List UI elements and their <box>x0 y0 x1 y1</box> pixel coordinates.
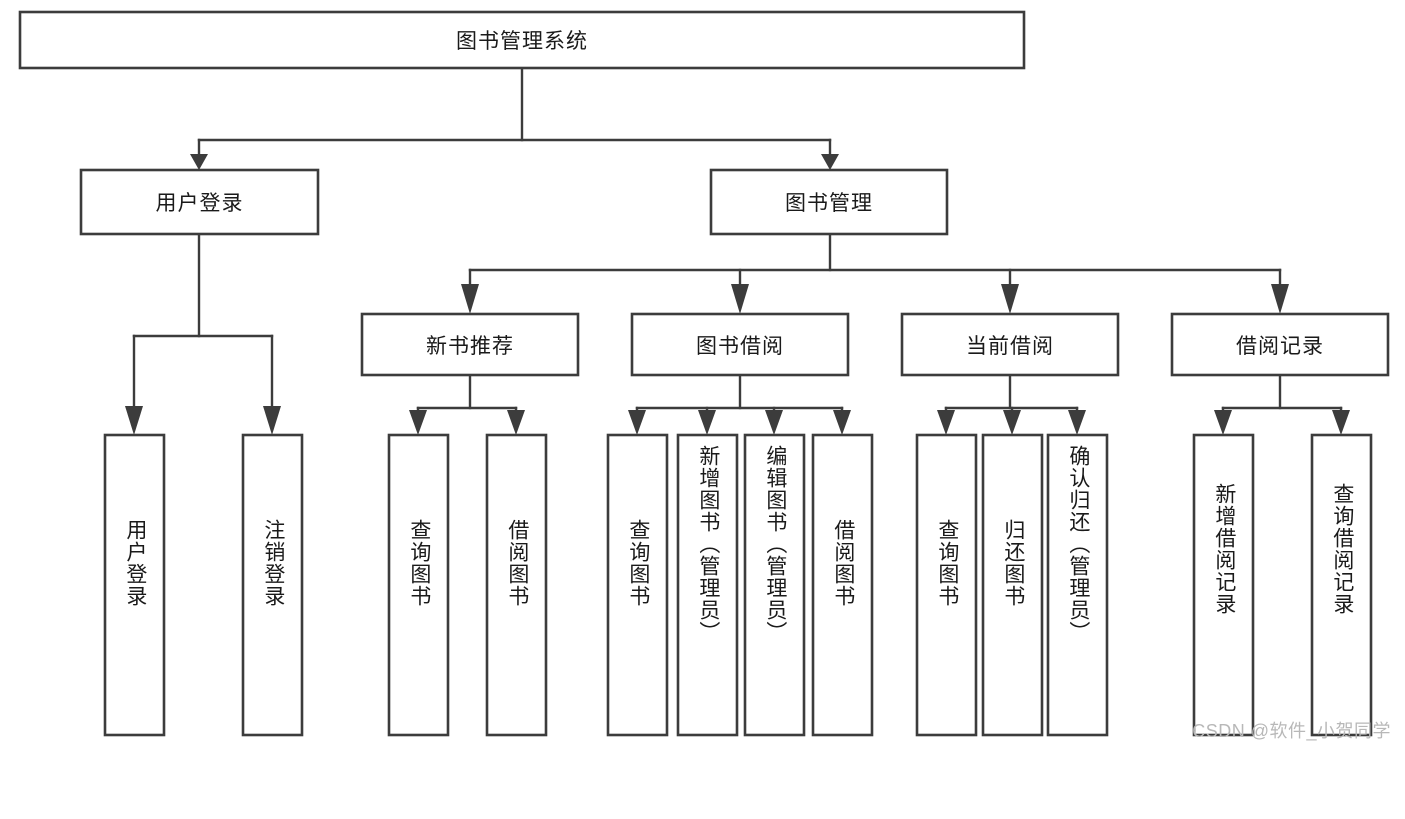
arrow-head-leaf-borrow-book-a <box>507 410 525 435</box>
arrow-head-new-book-rec <box>461 284 479 314</box>
connector-layer <box>125 66 1350 435</box>
arrow-head-leaf-query-book-c <box>937 410 955 435</box>
node-leaf-query-book-a[interactable] <box>387 433 450 737</box>
node-leaf-borrow-book-a[interactable] <box>485 433 548 737</box>
node-borrow-record[interactable] <box>1170 312 1390 377</box>
csdn-watermark: CSDN @软件_小贺同学 <box>1192 721 1391 741</box>
arrow-head-leaf-query-book-a <box>409 410 427 435</box>
node-leaf-user-login[interactable] <box>103 433 166 737</box>
tree-diagram-canvas <box>18 10 1390 737</box>
arrow-head-leaf-confirm-return <box>1068 410 1086 435</box>
node-book-manage[interactable] <box>709 168 949 236</box>
node-new-book-rec[interactable] <box>360 312 580 377</box>
node-leaf-confirm-return[interactable] <box>1046 433 1109 737</box>
node-leaf-edit-book[interactable] <box>743 433 806 737</box>
arrow-head-leaf-return-book <box>1003 410 1021 435</box>
node-current-borrow[interactable] <box>900 312 1120 377</box>
node-leaf-borrow-book-b[interactable] <box>811 433 874 737</box>
node-book-borrow[interactable] <box>630 312 850 377</box>
arrow-head-leaf-add-record <box>1214 410 1232 435</box>
arrow-head-user-login <box>190 154 208 170</box>
node-box-layer <box>18 10 1390 737</box>
node-root[interactable] <box>18 10 1026 70</box>
node-leaf-query-book-b[interactable] <box>606 433 669 737</box>
arrow-head-leaf-borrow-book-b <box>833 410 851 435</box>
diagram-root: 图书管理系统 用户登录 图书管理 新书推荐 图书借阅 当前借阅 借阅记录 用户登… <box>18 10 1391 741</box>
arrow-head-leaf-user-login <box>125 406 143 435</box>
arrow-head-book-manage <box>821 154 839 170</box>
node-leaf-query-book-c[interactable] <box>915 433 978 737</box>
node-leaf-add-book[interactable] <box>676 433 739 737</box>
node-leaf-add-record[interactable] <box>1192 433 1255 737</box>
arrow-head-borrow-record <box>1271 284 1289 314</box>
arrow-head-leaf-logout <box>263 406 281 435</box>
node-leaf-logout[interactable] <box>241 433 304 737</box>
arrow-head-leaf-query-record <box>1332 410 1350 435</box>
arrow-head-current-borrow <box>1001 284 1019 314</box>
arrow-head-book-borrow <box>731 284 749 314</box>
node-leaf-query-record[interactable] <box>1310 433 1373 737</box>
node-leaf-return-book[interactable] <box>981 433 1044 737</box>
arrow-head-leaf-add-book <box>698 410 716 435</box>
node-user-login[interactable] <box>79 168 320 236</box>
arrow-head-leaf-edit-book <box>765 410 783 435</box>
arrow-head-leaf-query-book-b <box>628 410 646 435</box>
